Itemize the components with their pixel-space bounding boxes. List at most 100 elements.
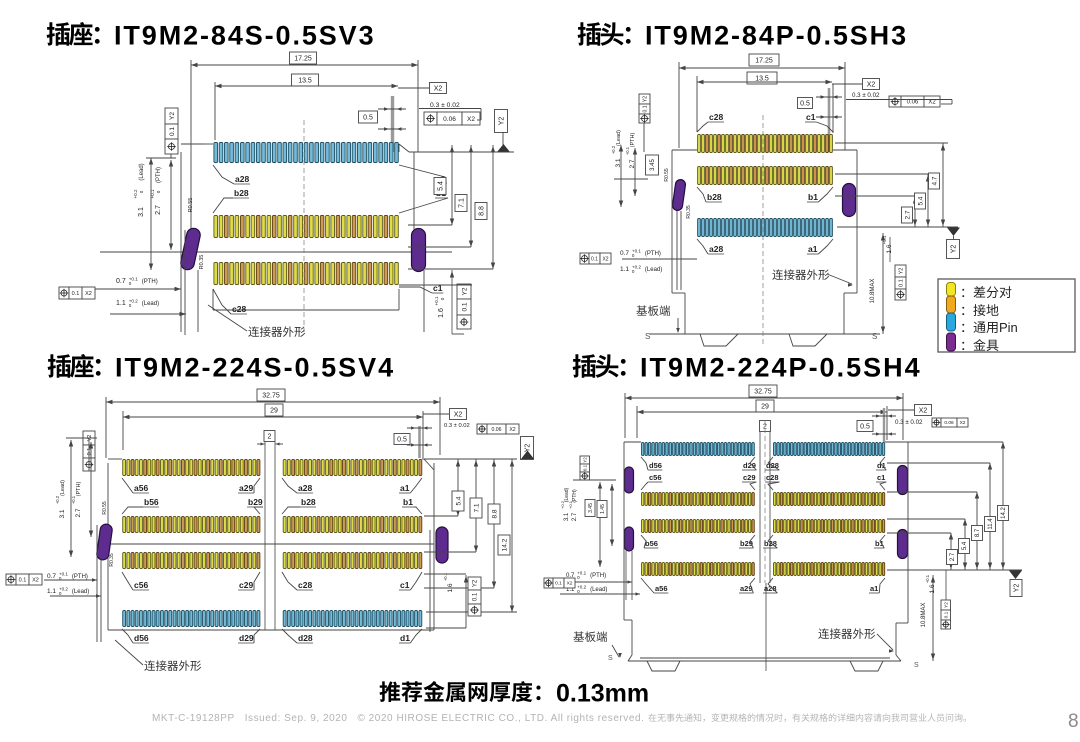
svg-text:2.7: 2.7: [572, 512, 578, 521]
svg-text:R0.55: R0.55: [188, 198, 194, 213]
svg-text:Y2: Y2: [461, 287, 468, 295]
svg-text:+0.2: +0.2: [577, 584, 587, 589]
svg-text:0: 0: [632, 253, 635, 258]
svg-text:2.7: 2.7: [904, 210, 911, 219]
svg-text:0.1: 0.1: [19, 577, 27, 583]
svg-text:IT9M2-224S-0.5SV4: IT9M2-224S-0.5SV4: [115, 353, 395, 383]
svg-text:(Lead): (Lead): [645, 267, 662, 273]
svg-text:0.7: 0.7: [620, 250, 629, 257]
svg-text:b28: b28: [764, 539, 777, 548]
svg-text:0.1: 0.1: [72, 291, 80, 297]
svg-text:0.3 ± 0.02: 0.3 ± 0.02: [444, 423, 470, 429]
svg-text:(Lead): (Lead): [139, 163, 145, 180]
svg-text:0.5: 0.5: [800, 101, 810, 108]
svg-text:+0.2: +0.2: [133, 189, 138, 199]
svg-text:0.1: 0.1: [473, 592, 479, 601]
svg-text:3.1: 3.1: [138, 207, 145, 217]
svg-text:17.25: 17.25: [294, 56, 312, 63]
svg-text:0: 0: [632, 269, 635, 274]
svg-text:a28: a28: [764, 584, 777, 593]
svg-text:a56: a56: [655, 584, 668, 593]
svg-text:a28: a28: [709, 244, 723, 254]
svg-text:1.1: 1.1: [116, 300, 126, 307]
svg-text:c28: c28: [298, 580, 312, 590]
svg-text:(Lead): (Lead): [142, 301, 159, 307]
svg-text:+0.1: +0.1: [150, 189, 155, 199]
svg-text:(PTH): (PTH): [590, 573, 606, 579]
svg-text:2.7: 2.7: [155, 205, 162, 215]
svg-text:d28: d28: [298, 633, 313, 643]
svg-text:3.1: 3.1: [564, 512, 570, 521]
svg-text:a28: a28: [235, 174, 249, 184]
svg-text:0.3 ± 0.02: 0.3 ± 0.02: [852, 92, 880, 99]
svg-text:3.45: 3.45: [650, 159, 656, 171]
svg-text:b28: b28: [707, 192, 722, 202]
svg-text:0.1: 0.1: [461, 302, 468, 311]
svg-text:0.06: 0.06: [944, 420, 954, 426]
svg-text:0.5: 0.5: [860, 424, 870, 431]
svg-text:11.4: 11.4: [988, 518, 994, 530]
svg-text:b29: b29: [740, 539, 753, 548]
svg-text:(Lead): (Lead): [616, 130, 622, 146]
svg-text:c1: c1: [400, 580, 410, 590]
svg-text:X2: X2: [85, 291, 92, 297]
svg-text:8: 8: [1068, 711, 1079, 732]
svg-text:0.06: 0.06: [491, 427, 501, 433]
svg-text:(PTH): (PTH): [572, 489, 578, 503]
svg-text:8.8: 8.8: [479, 206, 486, 216]
svg-text:Y2: Y2: [582, 457, 587, 463]
svg-text:a1: a1: [808, 244, 818, 254]
svg-text:X2: X2: [928, 100, 936, 106]
svg-text:+0.2: +0.2: [55, 495, 60, 504]
svg-text:+0.1: +0.1: [71, 495, 76, 504]
svg-text:0.1: 0.1: [943, 611, 949, 618]
svg-text:0.3 ± 0.02: 0.3 ± 0.02: [895, 419, 923, 426]
svg-text:2: 2: [268, 434, 272, 441]
svg-text:R0.35: R0.35: [109, 553, 115, 567]
svg-text:(PTH): (PTH): [72, 574, 88, 580]
svg-text:5.4: 5.4: [455, 496, 462, 505]
svg-text:0.06: 0.06: [907, 100, 919, 106]
svg-text:+0.1: +0.1: [925, 574, 930, 583]
svg-text:IT9M2-84P-0.5SH3: IT9M2-84P-0.5SH3: [645, 21, 908, 51]
svg-text:R0.55: R0.55: [102, 501, 108, 515]
svg-text:0.1: 0.1: [591, 256, 598, 262]
svg-text:8.8: 8.8: [491, 509, 498, 518]
svg-text:X2: X2: [509, 427, 515, 433]
svg-text:(PTH): (PTH): [142, 279, 158, 285]
svg-text:0: 0: [139, 190, 144, 193]
svg-text:c28: c28: [709, 112, 723, 122]
svg-text:0: 0: [440, 297, 445, 300]
svg-text:0: 0: [59, 591, 62, 596]
svg-text:c1: c1: [806, 112, 816, 122]
svg-text:8.7: 8.7: [975, 528, 981, 537]
svg-text:X2: X2: [467, 116, 475, 123]
svg-text:a28: a28: [298, 483, 312, 493]
svg-text:3.45: 3.45: [588, 503, 594, 513]
svg-text:1.45: 1.45: [600, 504, 606, 514]
svg-text:(Lead): (Lead): [60, 480, 66, 496]
svg-text:d1: d1: [877, 461, 886, 470]
svg-text:1.1: 1.1: [47, 588, 56, 595]
svg-text:2.7: 2.7: [629, 159, 636, 168]
svg-text:32.75: 32.75: [262, 393, 280, 400]
svg-text:0.1: 0.1: [87, 448, 93, 456]
svg-text:0.5: 0.5: [363, 115, 373, 122]
svg-text:0.06: 0.06: [443, 116, 456, 123]
svg-text:c29: c29: [743, 473, 756, 482]
svg-text:+0.2: +0.2: [611, 145, 616, 154]
svg-text:5.4: 5.4: [438, 181, 445, 191]
svg-text:10.8MAX: 10.8MAX: [921, 603, 927, 628]
svg-text:Y2: Y2: [473, 579, 479, 587]
svg-text:S: S: [872, 332, 877, 341]
svg-text:b56: b56: [144, 497, 159, 507]
svg-text:0.1: 0.1: [642, 105, 648, 112]
svg-text:0.1: 0.1: [555, 581, 562, 587]
svg-text:(Lead): (Lead): [72, 589, 89, 595]
svg-text:5.4: 5.4: [917, 196, 924, 205]
svg-text:S: S: [645, 332, 650, 341]
svg-text:c56: c56: [649, 473, 662, 482]
svg-text:a1: a1: [400, 483, 410, 493]
svg-text:+0.1: +0.1: [568, 500, 573, 509]
svg-text:2.7: 2.7: [75, 508, 82, 517]
